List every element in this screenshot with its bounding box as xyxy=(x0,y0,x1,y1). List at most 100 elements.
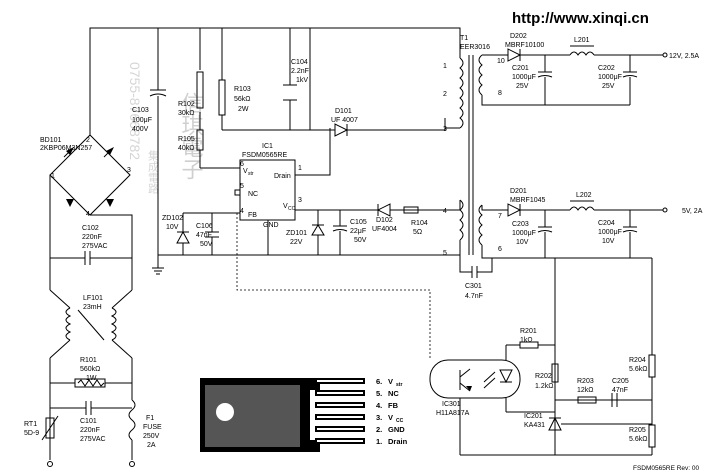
d201-ref: D201 xyxy=(510,188,527,195)
ic1: IC1 FSDM0565RE V str NC FB GND Drain V C… xyxy=(234,143,302,229)
ic1-pin4: 4 xyxy=(240,208,244,215)
r103-value1: 56kΩ xyxy=(234,96,251,103)
pkg-pin5-name: NC xyxy=(388,389,399,398)
watermark-sub: 集成電路 xyxy=(147,149,160,195)
r202-value: 1.2kΩ xyxy=(535,383,553,390)
pkg-pin2-num: 2. xyxy=(376,425,382,434)
t1-pin4: 4 xyxy=(443,208,447,215)
c101-ref: C101 xyxy=(80,418,97,425)
pkg-pin3-name: V xyxy=(388,413,393,422)
c301-value: 4.7nF xyxy=(465,293,483,300)
bd101-ref: BD101 xyxy=(40,137,62,144)
r101-ref: R101 xyxy=(80,357,97,364)
package-drawing: 6. V str 5. NC 4. FB 3. V CC 2. GND 1. D… xyxy=(200,377,408,452)
c104-value1: 2.2nF xyxy=(291,68,309,75)
bd101-pin4: 4 xyxy=(86,211,90,218)
d201-value: MBRF1045 xyxy=(510,197,546,204)
ic1-drain: Drain xyxy=(274,173,291,180)
r105-value: 40kΩ xyxy=(178,145,195,152)
output-12v: D202 MBRF10100 L201 12V, 2.5A C201 1000μ… xyxy=(481,33,699,106)
c201-value1: 1000μF xyxy=(512,74,536,81)
pkg-pin3-num: 3. xyxy=(376,413,382,422)
r205-value: 5.6kΩ xyxy=(629,436,647,443)
c301: C301 4.7nF xyxy=(459,255,493,300)
r203-ref: R203 xyxy=(577,378,594,385)
c106-ref: C106 xyxy=(196,223,213,230)
l201-ref: L201 xyxy=(574,37,590,44)
output-5v: D201 MBRF1045 L202 5V, 2A C203 1000μF 10… xyxy=(481,188,703,455)
c101-value1: 220nF xyxy=(80,427,100,434)
r104-ref: R104 xyxy=(411,220,428,227)
c105-ref: C105 xyxy=(350,219,367,226)
pkg-pin4-num: 4. xyxy=(376,401,382,410)
c204-value1: 1000μF xyxy=(598,229,622,236)
bd101-pin3: 3 xyxy=(127,167,131,174)
watermark: 信琪電子 0755-87668782 集成電路 xyxy=(127,62,204,195)
ic1-vstr: V xyxy=(243,168,248,175)
r103: R103 56kΩ 2W xyxy=(218,79,251,116)
c103: C103 100μF 400V xyxy=(132,89,167,133)
t1-pin5: 5 xyxy=(443,250,447,257)
ic1-nc: NC xyxy=(248,191,258,198)
bridge-bd101: BD101 2KBP06M3N257 2 1 3 4 xyxy=(40,134,131,218)
d202-ref: D202 xyxy=(510,33,527,40)
header-url[interactable]: http://www.xinqi.cn xyxy=(512,10,649,27)
c204-value2: 10V xyxy=(602,238,615,245)
t1-pin8: 8 xyxy=(498,90,502,97)
c103-value2: 400V xyxy=(132,126,149,133)
f1-ref: F1 xyxy=(146,415,154,422)
out1-label: 12V, 2.5A xyxy=(669,53,699,60)
bd101-pin1: 1 xyxy=(51,173,55,180)
c203-ref: C203 xyxy=(512,221,529,228)
c202-value2: 25V xyxy=(602,83,615,90)
pkg-pin2-name: GND xyxy=(388,425,405,434)
c104-ref: C104 xyxy=(291,59,308,66)
c301-ref: C301 xyxy=(465,283,482,290)
r103-ref: R103 xyxy=(234,86,251,93)
r202-ref: R202 xyxy=(535,373,552,380)
c202-value1: 1000μF xyxy=(598,74,622,81)
c201-ref: C201 xyxy=(512,65,529,72)
ic1-pin6: 6 xyxy=(240,161,244,168)
d101-value: UF 4007 xyxy=(331,117,358,124)
r204-value: 5.6kΩ xyxy=(629,366,647,373)
ic1-fb: FB xyxy=(248,212,257,219)
rt1-ref: RT1 xyxy=(24,421,37,428)
c205-value: 47nF xyxy=(612,387,628,394)
d102-value: UF4004 xyxy=(372,226,397,233)
r104-value: 5Ω xyxy=(413,229,422,236)
c105-value1: 22μF xyxy=(350,228,366,235)
ic1-gnd: GND xyxy=(263,222,279,229)
wires-primary xyxy=(89,27,461,268)
c204-ref: C204 xyxy=(598,220,615,227)
f1-value1: FUSE xyxy=(143,424,162,431)
t1-pin2: 2 xyxy=(443,91,447,98)
t1-pin7: 7 xyxy=(498,213,502,220)
d101-ref: D101 xyxy=(335,108,352,115)
ic301-value: H11A817A xyxy=(436,410,470,417)
d202-value: MBRF10100 xyxy=(505,42,544,49)
pkg-pin6-num: 6. xyxy=(376,377,382,386)
ic1-pin5: 5 xyxy=(240,183,244,190)
r102-r105: R102 30kΩ R105 40kΩ xyxy=(178,71,204,152)
pkg-pin6-name: V xyxy=(388,377,393,386)
ic1-pin1: 1 xyxy=(298,165,302,172)
zd102-ref: ZD102 xyxy=(162,215,183,222)
watermark-phone: 0755-87668782 xyxy=(127,62,143,160)
t1-value: EER3016 xyxy=(460,44,490,51)
r101-value1: 560kΩ xyxy=(80,366,100,373)
watermark-chinese: 信琪電子 xyxy=(178,92,204,180)
primary-ground: ZD102 10V C106 47nF 50V xyxy=(152,212,431,360)
r101-value2: 1W xyxy=(86,375,97,382)
package-pin-labels: 6. V str 5. NC 4. FB 3. V CC 2. GND 1. D… xyxy=(376,377,408,446)
t1-pin6: 6 xyxy=(498,246,502,253)
c104-value2: 1kV xyxy=(296,77,308,84)
r205-ref: R205 xyxy=(629,427,646,434)
pkg-pin4-name: FB xyxy=(388,401,399,410)
c101-value2: 275VAC xyxy=(80,436,106,443)
c105-value2: 50V xyxy=(354,237,367,244)
r102-ref: R102 xyxy=(178,101,195,108)
r105-ref: R105 xyxy=(178,136,195,143)
